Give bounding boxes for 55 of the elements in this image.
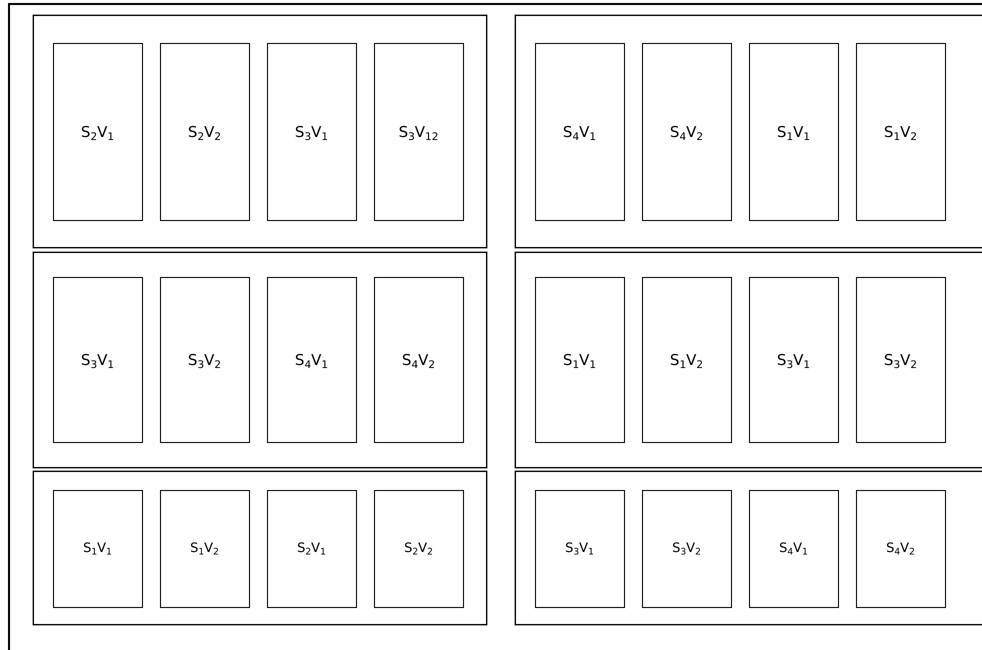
plot-label: S$_{1}$V$_{2}$ [670, 350, 704, 368]
plot-label: S$_{2}$V$_{2}$ [404, 541, 433, 556]
plot-box [52, 276, 142, 442]
plot-group-panel [515, 252, 982, 468]
plot-box [748, 42, 838, 220]
plot-group-panel [33, 15, 487, 248]
plot-box [374, 490, 464, 608]
plot-label: S$_{1}$V$_{2}$ [884, 122, 918, 140]
plot-group-panel [33, 252, 487, 468]
plot-label: S$_{3}$V$_{2}$ [672, 541, 701, 556]
plot-box [856, 490, 946, 608]
plot-label: S$_{3}$V$_{1}$ [565, 541, 594, 556]
plot-box [642, 42, 732, 220]
plot-label: S$_{1}$V$_{1}$ [562, 350, 596, 368]
plot-label: S$_{4}$V$_{1}$ [294, 350, 328, 368]
plot-group-panel [33, 471, 487, 625]
plot-box [534, 42, 624, 220]
plot-label: S$_{3}$V$_{1}$ [80, 350, 114, 368]
plot-box [160, 490, 250, 608]
plot-label: S$_{4}$V$_{2}$ [402, 350, 436, 368]
plot-label: S$_{3}$V$_{2}$ [188, 350, 222, 368]
plot-box [642, 276, 732, 442]
plot-label: S$_{3}$V$_{1}$ [294, 122, 328, 140]
figure-frame [8, 3, 982, 650]
plot-label: S$_{4}$V$_{1}$ [779, 541, 808, 556]
plot-label: S$_{3}$V$_{12}$ [398, 122, 438, 140]
plot-box [52, 490, 142, 608]
plot-group-panel [515, 471, 982, 625]
plot-box [374, 276, 464, 442]
plot-label: S$_{2}$V$_{1}$ [80, 122, 114, 140]
plot-box [374, 42, 464, 220]
plot-box [52, 42, 142, 220]
plot-label: S$_{3}$V$_{1}$ [776, 350, 810, 368]
plot-label: S$_{2}$V$_{1}$ [297, 541, 326, 556]
plot-box [642, 490, 732, 608]
plot-label: S$_{4}$V$_{2}$ [886, 541, 915, 556]
plot-box [266, 276, 356, 442]
plot-label: S$_{2}$V$_{2}$ [188, 122, 222, 140]
plot-box [748, 490, 838, 608]
plot-label: S$_{4}$V$_{2}$ [670, 122, 704, 140]
plot-label: S$_{1}$V$_{1}$ [776, 122, 810, 140]
plot-box [534, 276, 624, 442]
plot-box [748, 276, 838, 442]
plot-label: S$_{1}$V$_{2}$ [190, 541, 219, 556]
plot-box [266, 490, 356, 608]
plot-box [534, 490, 624, 608]
plot-box [160, 276, 250, 442]
plot-box [266, 42, 356, 220]
plot-box [160, 42, 250, 220]
plot-label: S$_{4}$V$_{1}$ [562, 122, 596, 140]
plot-box [856, 42, 946, 220]
plot-label: S$_{3}$V$_{2}$ [884, 350, 918, 368]
plot-group-panel [515, 15, 982, 248]
plot-box [856, 276, 946, 442]
plot-label: S$_{1}$V$_{1}$ [83, 541, 112, 556]
